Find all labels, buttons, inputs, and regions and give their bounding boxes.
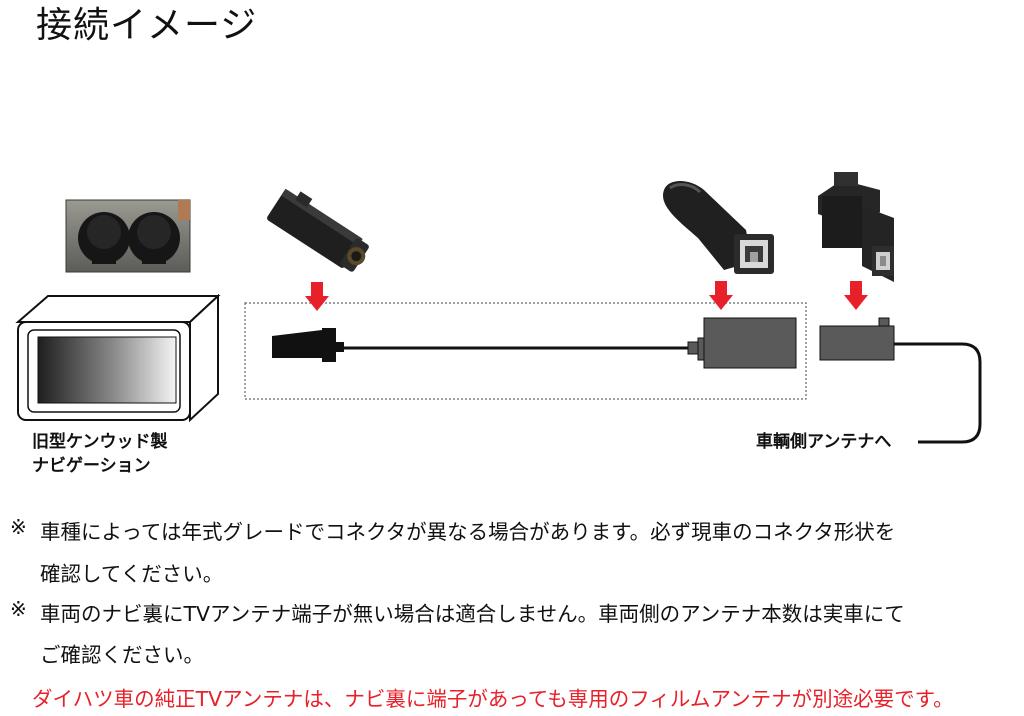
vehicle-antenna-wire [894,342,982,444]
note-1-line-2: 確認してください。 [40,562,224,586]
cable-left-plug [272,328,344,362]
navigation-label: 旧型ケンウッド製 ナビゲーション [32,432,168,476]
note-mark-1: ※ [10,515,27,539]
left-plug-photo [267,188,369,272]
boot-connector-photo [662,181,774,274]
arrow-boot-connector [709,281,733,310]
arrow-vehicle-connector [844,281,868,310]
vehicle-antenna-label: 車輌側アンテナへ [756,432,892,452]
navi-socket-photo [65,199,191,273]
vehicle-connector-photo [818,172,894,282]
navigation-screen [37,336,177,404]
conversion-cable-box [244,302,807,400]
note-2-line-2: ご確認ください。 [40,643,204,667]
page-title: 接続イメージ [36,5,258,46]
arrow-left-plug [305,282,329,311]
note-2-line-1: 車両のナビ裏にTVアンテナ端子が無い場合は適合しません。車両側のアンテナ本数は実… [40,602,905,626]
cable-right-connector [687,317,797,369]
daihatsu-warning-note: ダイハツ車の純正TVアンテナは、ナビ裏に端子があっても専用のフィルムアンテナが別… [32,687,954,711]
vehicle-side-connector [819,317,895,361]
note-mark-2: ※ [10,597,27,621]
note-1-line-1: 車種によっては年式グレードでコネクタが異なる場合があります。必ず現車のコネクタ形… [40,520,896,544]
